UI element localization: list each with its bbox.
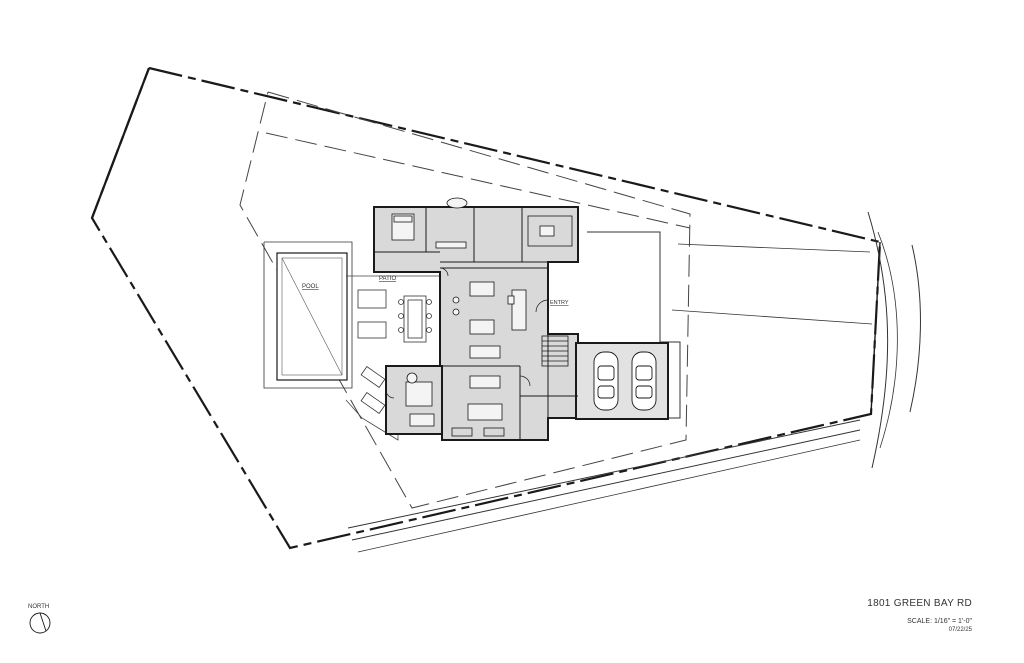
site-line-north	[677, 243, 871, 253]
north-arrow-icon	[29, 612, 51, 634]
interior-furniture	[391, 197, 573, 437]
pool-inner	[281, 257, 343, 376]
door-swings	[385, 267, 549, 399]
pool-label: POOL	[302, 284, 319, 290]
entry-label: ENTRY	[550, 300, 569, 306]
street-curb-south-3	[357, 439, 861, 553]
stair	[541, 335, 569, 367]
street-curb-south	[347, 419, 861, 529]
street-curb-east-3	[877, 231, 898, 449]
setback-line	[239, 91, 691, 509]
street-curb-east-2	[909, 244, 921, 413]
interior-walls	[374, 207, 578, 440]
street-curb-east	[867, 211, 889, 469]
property-line-east-solid	[870, 241, 881, 415]
street-curb-south-2	[351, 429, 861, 541]
property-line-north-solid	[90, 67, 151, 219]
north-label: NORTH	[28, 604, 50, 610]
patio-label: PATIO	[379, 276, 396, 282]
pool-diagonal	[281, 257, 343, 376]
drawing-scale: SCALE: 1/16" = 1'-0"	[907, 618, 972, 625]
site-line-mid	[671, 309, 873, 325]
drawing-date: 07/22/25	[948, 627, 972, 633]
project-address: 1801 GREEN BAY RD	[867, 598, 972, 609]
site-line-yard	[263, 241, 353, 389]
inner-setback-line	[265, 132, 691, 229]
garage-cars	[593, 351, 657, 411]
patio-furniture	[357, 289, 432, 414]
